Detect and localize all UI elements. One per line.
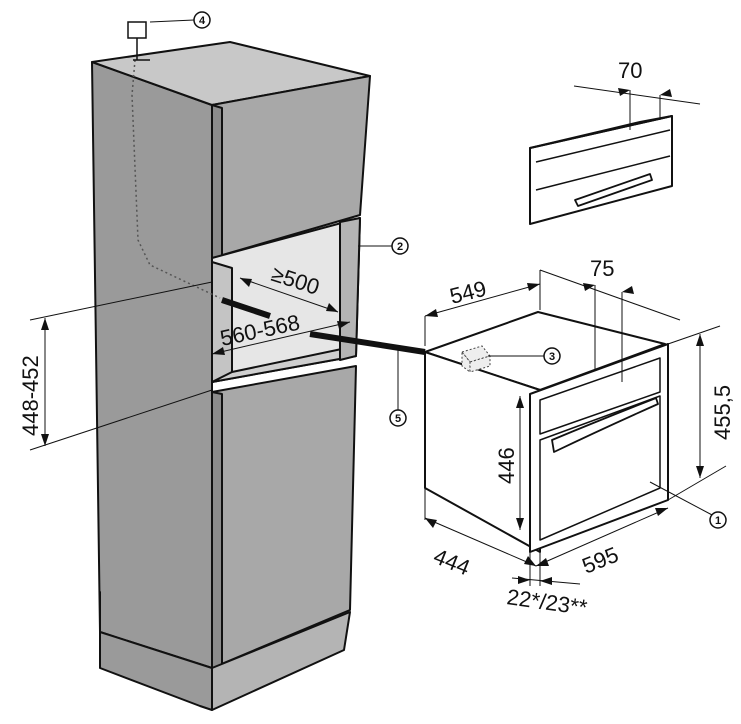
- callout-3: 3: [543, 347, 561, 365]
- tall-cabinet: [91, 41, 371, 711]
- niche-connectors: [221, 297, 426, 355]
- svg-text:4: 4: [199, 15, 206, 27]
- niche-inner-side: [211, 261, 233, 383]
- svg-text:1: 1: [715, 515, 721, 527]
- callout-leaders: [149, 19, 715, 517]
- label-oven-height-total: 455,5: [710, 385, 735, 440]
- dimension-arrowheads: [41, 88, 704, 585]
- cabinet-left-side: [91, 61, 213, 669]
- oven: [424, 311, 669, 553]
- label-oven-front-width: 595: [579, 542, 622, 579]
- cabinet-lower-door-edge: [211, 391, 223, 669]
- drawer-top: [529, 115, 673, 149]
- label-drawer-height: 70: [618, 58, 642, 83]
- label-oven-depth: 549: [447, 276, 489, 309]
- label-front-panel-depth: 75: [590, 256, 614, 281]
- drawer-panel-split: [535, 155, 671, 191]
- svg-text:5: 5: [395, 413, 401, 425]
- cabinet-plinth-front: [211, 611, 351, 711]
- callout-1: 1: [709, 511, 727, 529]
- oven-door-handle: [551, 397, 659, 453]
- cable-route: [131, 59, 221, 299]
- label-oven-body-width: 444: [430, 543, 473, 580]
- warming-drawer: [529, 115, 673, 225]
- label-front-thickness: 22*/23**: [505, 584, 589, 620]
- cabinet-upper-door-edge: [211, 104, 223, 259]
- oven-control-panel: [539, 357, 661, 435]
- callout-5: 5: [389, 409, 407, 427]
- drawer-handle: [574, 173, 653, 207]
- drawer-panel-split-2: [535, 129, 671, 163]
- callout-4: 4: [193, 11, 211, 29]
- callout-2: 2: [391, 237, 409, 255]
- power-socket: [127, 21, 150, 61]
- junction-box: [461, 345, 491, 373]
- label-oven-body-height: 446: [494, 447, 519, 484]
- svg-text:2: 2: [397, 241, 403, 253]
- svg-text:3: 3: [549, 351, 555, 363]
- label-niche-height: 448-452: [18, 355, 43, 436]
